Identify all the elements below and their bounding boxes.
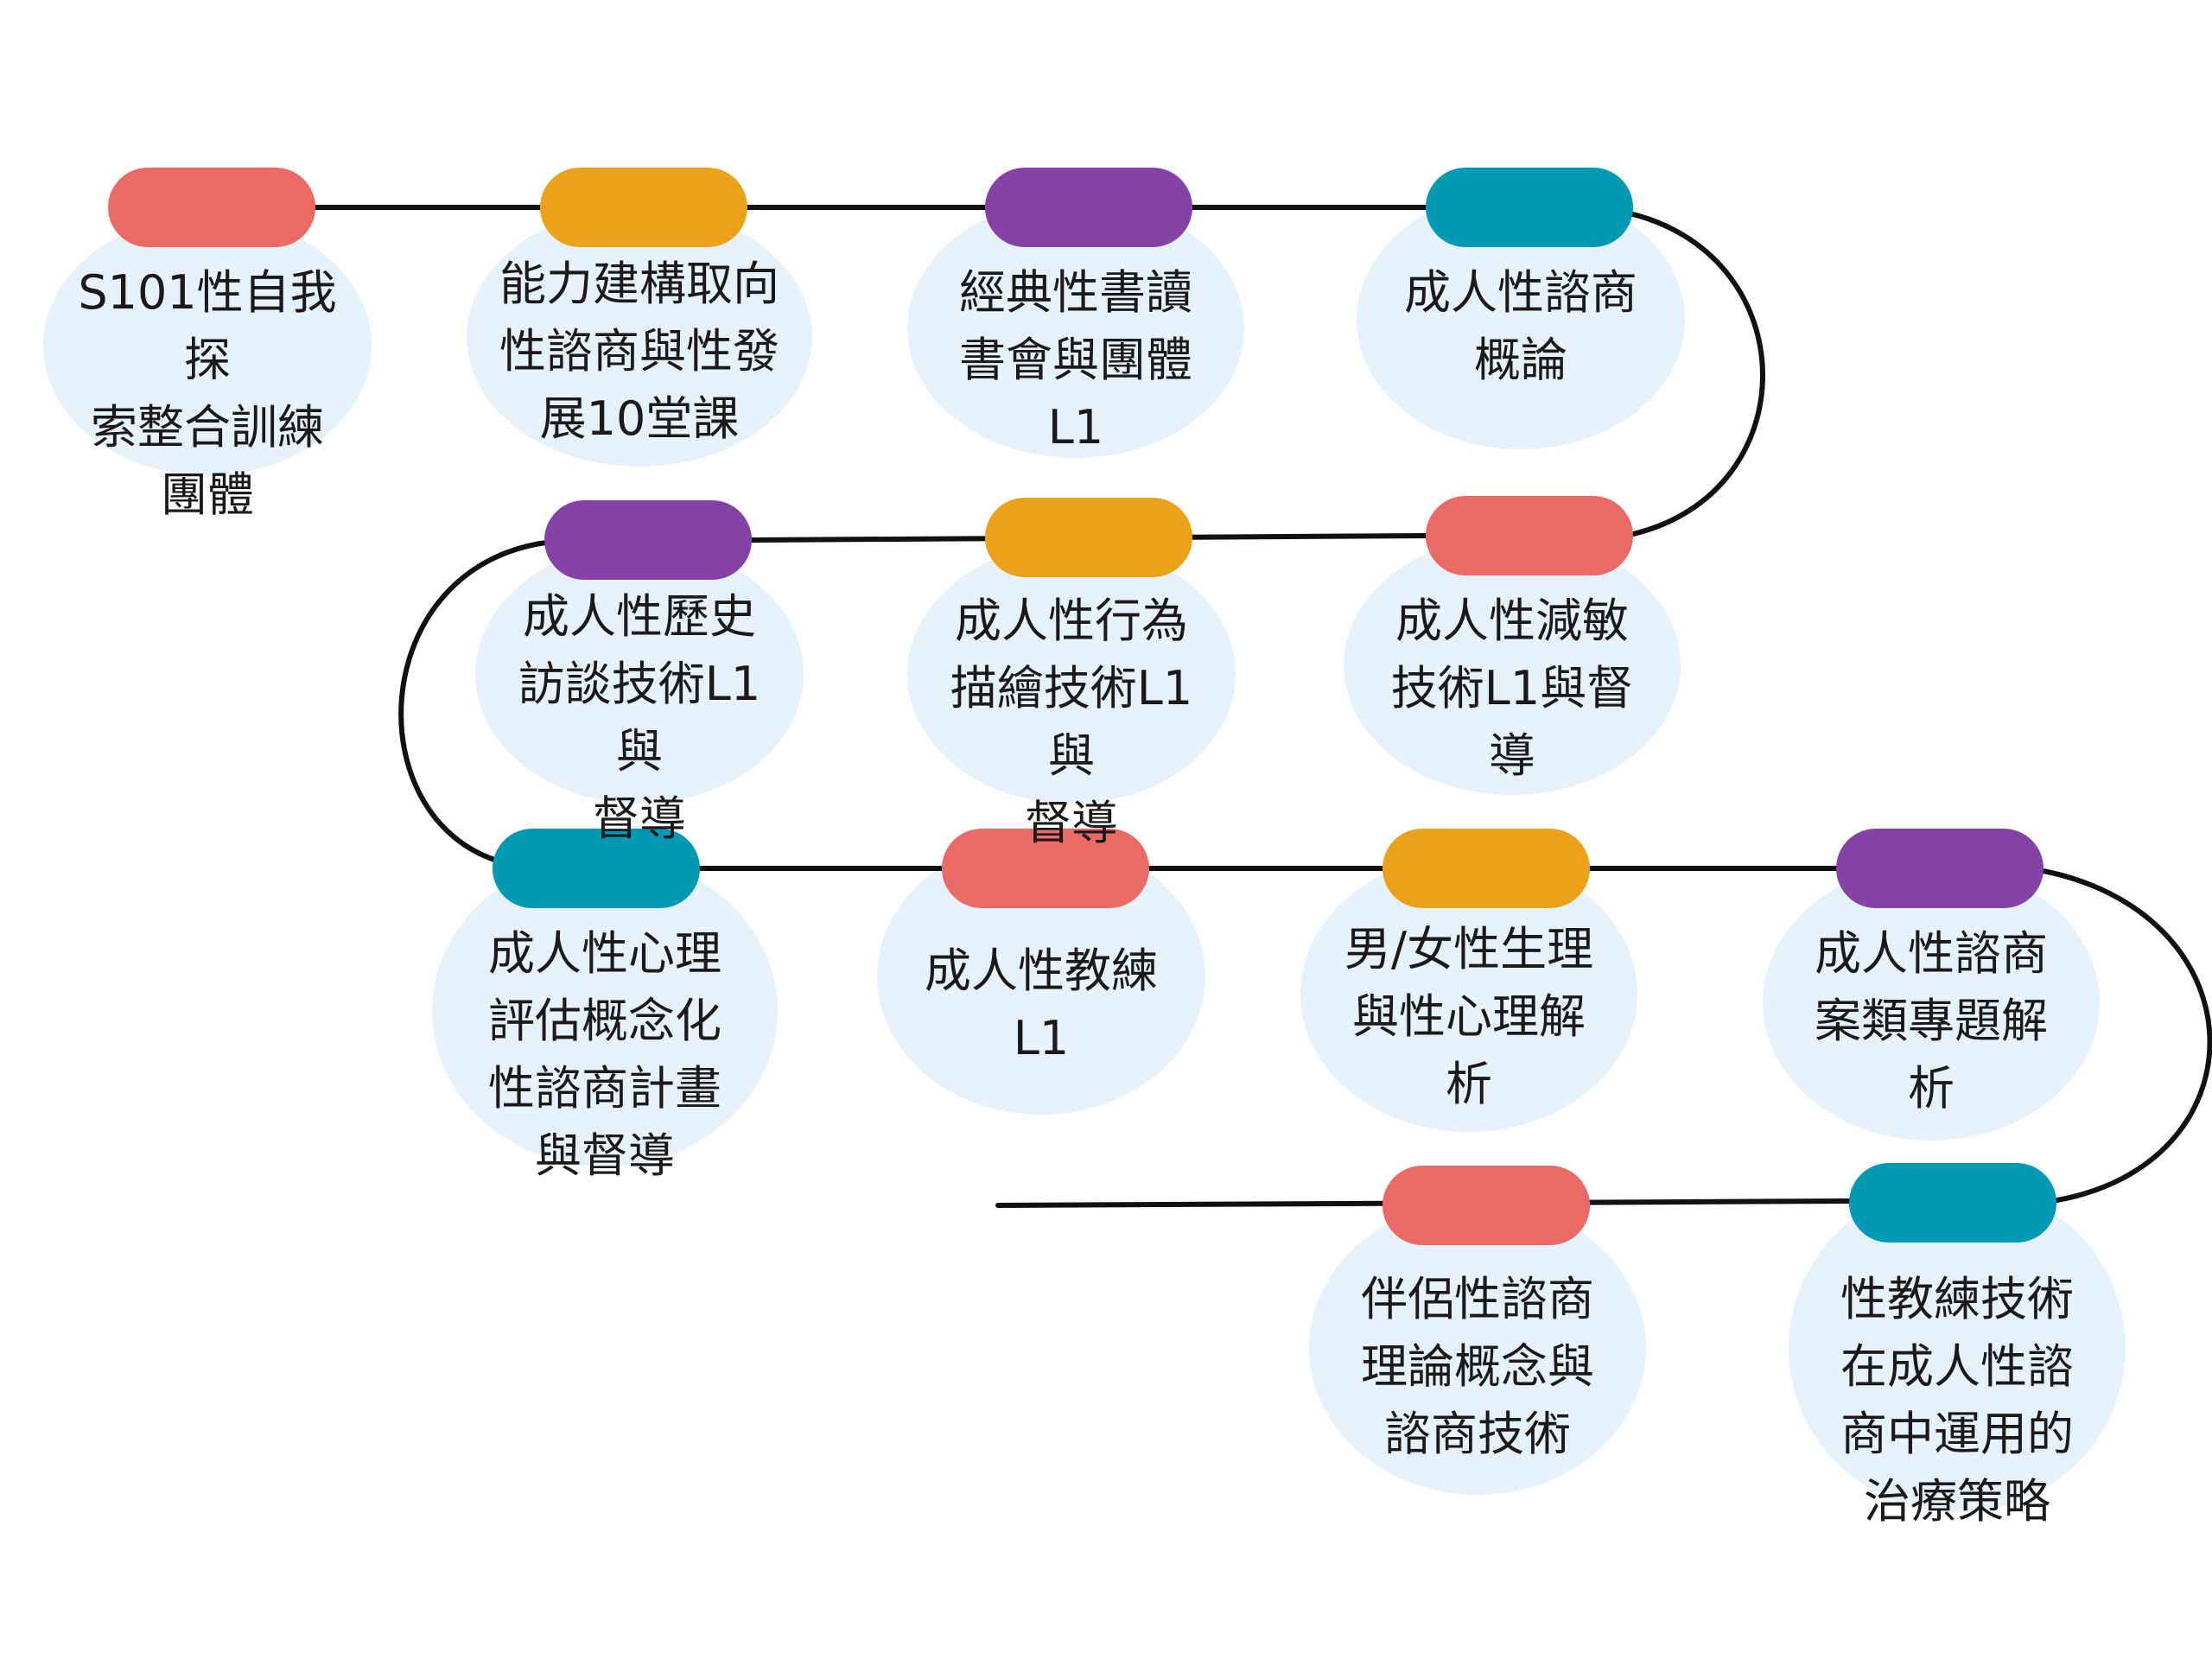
node-1-label: S101性自我探 索整合訓練 團體 — [78, 265, 337, 522]
node-3-background — [907, 199, 1244, 458]
node-7-background — [475, 544, 804, 804]
node-10-label: 男/女性生理 與性心理解 析 — [1344, 922, 1594, 1111]
node-6-marker — [985, 498, 1192, 577]
node-8-label: 成人性心理 評估概念化 性諮商計畫 與督導 — [488, 926, 721, 1183]
node-8-marker — [493, 829, 700, 908]
node-7-marker — [544, 500, 752, 580]
node-backgrounds — [43, 190, 2126, 1512]
node-1-background — [43, 216, 372, 475]
node-10-background — [1300, 855, 1637, 1132]
node-13-background — [1309, 1201, 1646, 1495]
node-1-marker — [108, 168, 315, 247]
node-2-marker — [540, 168, 747, 247]
node-13-marker — [1382, 1166, 1590, 1245]
node-11-background — [1763, 864, 2100, 1141]
node-6-background — [907, 544, 1236, 804]
node-2-label: 能力建構取向 性諮商與性發 展10堂課 — [499, 257, 779, 446]
node-8-background — [432, 855, 778, 1166]
node-12-label: 性教練技術 在成人性諮 商中運用的 治療策略 — [1840, 1272, 2074, 1529]
node-13-label: 伴侶性諮商 理論概念與 諮商技術 — [1361, 1272, 1594, 1461]
node-3-marker — [985, 168, 1192, 247]
connector-turn-left-1 — [398, 539, 556, 867]
node-pills — [108, 168, 2056, 1245]
node-5-marker — [1426, 496, 1633, 575]
node-6-label: 成人性行為 描繪技術L1與 督導 — [950, 594, 1193, 850]
node-12-marker — [1849, 1163, 2056, 1243]
node-7-label: 成人性歷史 訪談技術L1與 督導 — [518, 589, 761, 846]
node-5-label: 成人性減敏 技術L1與督導 — [1390, 594, 1634, 783]
node-11-label: 成人性諮商 案類專題解 析 — [1815, 926, 2048, 1116]
node-11-marker — [1836, 829, 2044, 908]
node-3-label: 經典性書讀 書會與團體L1 — [959, 265, 1192, 454]
node-4-background — [1357, 190, 1685, 449]
node-10-marker — [1382, 829, 1590, 908]
node-4-label: 成人性諮商 概論 — [1404, 265, 1637, 387]
connector-turn-right-1 — [1630, 212, 1765, 537]
node-9-marker — [942, 829, 1149, 908]
node-12-background — [1789, 1184, 2126, 1512]
node-4-marker — [1426, 168, 1633, 247]
node-9-background — [877, 838, 1205, 1115]
node-9-label: 成人性教練L1 — [925, 944, 1158, 1065]
node-5-background — [1344, 536, 1681, 795]
connector-turn-right-2 — [2041, 868, 2212, 1204]
node-2-background — [467, 207, 812, 467]
